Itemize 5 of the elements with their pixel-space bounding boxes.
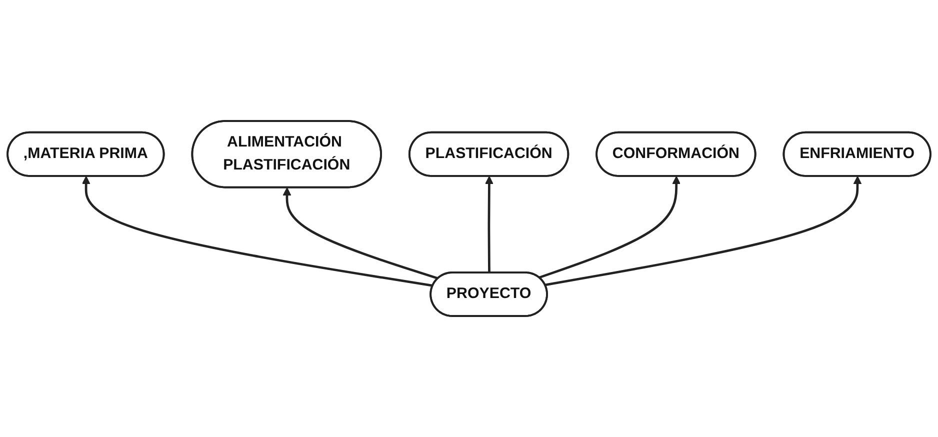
arrow [282, 187, 439, 280]
arrow [544, 176, 862, 286]
arrow [485, 176, 494, 273]
arrow [82, 176, 434, 287]
arrow [538, 176, 681, 279]
